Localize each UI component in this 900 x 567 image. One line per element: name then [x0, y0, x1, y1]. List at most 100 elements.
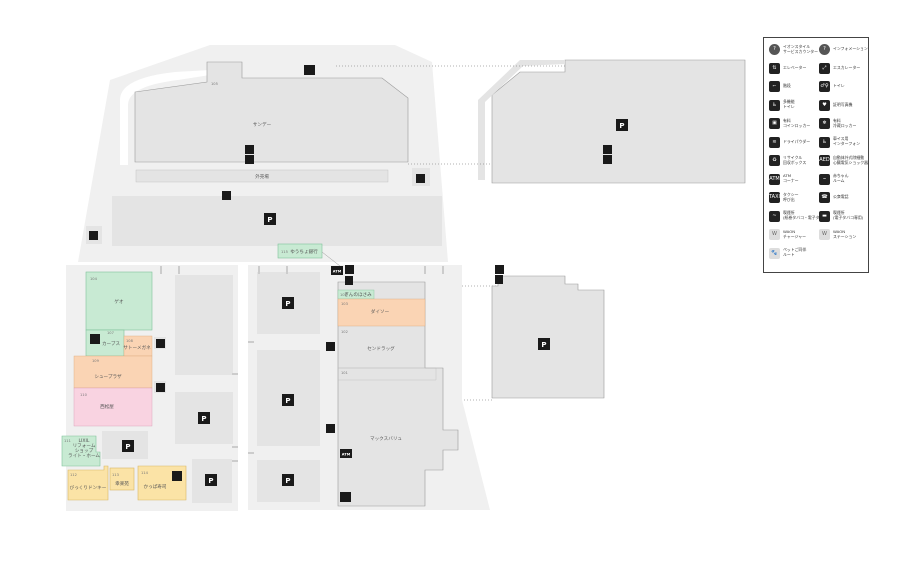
- store-105-name: サンデー: [253, 121, 272, 128]
- store-107-name: カーブス: [102, 340, 121, 347]
- toilet-icon: [90, 334, 100, 344]
- legend-item: ⇅エレベーター: [769, 62, 807, 74]
- parking-icon: P: [285, 300, 290, 308]
- legend-item-label: 自動体外式除細動 心臓電気ショック器: [833, 154, 869, 165]
- atm-icons: ATM ATM: [331, 266, 352, 458]
- waon-charger-icon: W: [769, 229, 780, 240]
- store-109-shoeplaza: [73, 355, 153, 389]
- store-113-number: 113: [112, 473, 119, 477]
- escalator-icon: ⤢: [819, 62, 830, 74]
- store-105-number: 105: [211, 82, 218, 86]
- elevator-icon: [603, 155, 612, 164]
- upper-parking-lot: [112, 196, 442, 246]
- store-103-number: 103: [341, 302, 348, 306]
- cold-locker-icon: ❄: [819, 118, 830, 129]
- outside-sales-area: [135, 169, 389, 183]
- legend-item: ?インフォメーション: [819, 44, 868, 55]
- store-115-number: 115: [281, 250, 288, 254]
- legend-item-label: WAON チャージャー: [783, 228, 807, 239]
- parking-icon: P: [125, 443, 130, 451]
- parking-icon: P: [541, 341, 546, 349]
- legend-item-label: ペットご同伴 ルート: [783, 247, 807, 257]
- atm-icon: ATM: [333, 270, 342, 274]
- store-101-number: 101: [341, 371, 348, 375]
- legend-item: ♿多機能 トイレ: [769, 99, 795, 111]
- question-icon: ?: [769, 44, 780, 55]
- legend-item-label: トイレ: [833, 83, 845, 89]
- atm-icon: ATM: [769, 173, 780, 185]
- store-110-nishimatsuya: [73, 387, 153, 427]
- legend-item-label: 公衆電話: [833, 194, 849, 200]
- taxi-icon: TAXI: [769, 192, 780, 203]
- bicycle-icon: [326, 342, 335, 351]
- waon-station-icon: W: [819, 229, 830, 240]
- store-102-name: センドラッグ: [367, 345, 395, 352]
- store-106-name: ぎんのほさみ: [344, 291, 372, 298]
- legend-item-label: 有料 コインロッカー: [783, 117, 811, 128]
- legend-item-label: 多機能 トイレ: [783, 99, 795, 109]
- recycle-box-icon: ♻: [769, 155, 780, 166]
- phone-icon: ☎: [819, 192, 830, 203]
- store-108-number: 108: [126, 339, 134, 343]
- store-110-number: 110: [80, 393, 88, 397]
- parking-icon: P: [267, 216, 272, 224]
- store-114-number: 114: [141, 471, 149, 475]
- parking-icon: P: [285, 397, 290, 405]
- parking-icon: P: [201, 415, 206, 423]
- stairs-icon: ⌐: [769, 81, 780, 92]
- store-115-yucho: [277, 243, 323, 259]
- legend-item-label: 喫煙所 (紙巻タバコ・電子タバコ): [783, 210, 829, 220]
- outside-sales-label: 外売場: [255, 173, 269, 180]
- bicycle-icon: [156, 339, 165, 348]
- toilet-icon: [304, 65, 315, 75]
- legend-item: ~喫煙所 (紙巻タバコ・電子タバコ): [769, 210, 829, 222]
- right-lower-building: [491, 275, 605, 399]
- store-114-name: かっぱ寿司: [144, 483, 167, 490]
- store-112-number: 112: [70, 473, 77, 477]
- legend-item-label: エスカレーター: [833, 64, 861, 70]
- store-104-name: ゲオ: [114, 298, 124, 305]
- road-markers: [160, 266, 444, 462]
- store-104-number: 104: [90, 277, 98, 281]
- bicycle-icon: [222, 191, 231, 200]
- legend-item-label: エレベーター: [783, 64, 807, 70]
- legend-item-label: 階段: [783, 83, 791, 89]
- facility-icons: [89, 65, 612, 502]
- legend-item: 🐾ペットご同伴 ルート: [769, 247, 807, 259]
- legend-item-label: 有料 冷蔵ロッカー: [833, 117, 857, 128]
- store-111-lixil: [61, 435, 101, 467]
- store-107-number: 107: [107, 331, 114, 335]
- store-101-name: マックスバリュ: [370, 436, 402, 442]
- elevator-icon: [495, 275, 503, 284]
- escalator-icon: [603, 145, 612, 154]
- legend-item-label: インフォメーション: [833, 46, 868, 52]
- legend-item-label: 喫煙所 (電子タバコ専用): [833, 210, 864, 220]
- store-112-bikkuri: [67, 465, 109, 501]
- e-cigarette-icon: ▬: [819, 210, 830, 222]
- legend-item-label: イオンスタイル サービスカウンター: [783, 43, 819, 54]
- bicycle-icon: [156, 383, 165, 392]
- legend-item: ♂♀トイレ: [819, 81, 845, 92]
- toilet-icon: [340, 492, 351, 502]
- toilet-icon: ♂♀: [819, 81, 830, 92]
- store-109-number: 109: [92, 359, 100, 363]
- store-103-name: ダイソー: [371, 308, 390, 315]
- bicycle-icon: [89, 231, 98, 240]
- store-109-name: シュープラザ: [94, 374, 122, 380]
- store-104-geo: [85, 271, 153, 331]
- bicycle-icon: [416, 174, 425, 183]
- wheelchair-intercom-icon: ♿: [819, 136, 830, 148]
- store-111-number: 111: [64, 439, 71, 443]
- legend-item: ⤢エスカレーター: [819, 62, 861, 74]
- legend-item: ⌐階段: [769, 81, 791, 92]
- baby-icon: ⌣: [819, 173, 830, 185]
- escalator-icon: [245, 145, 254, 154]
- legend-item-label: 証明写真機: [833, 101, 853, 107]
- legend-item-label: ドライパウダー: [783, 138, 811, 144]
